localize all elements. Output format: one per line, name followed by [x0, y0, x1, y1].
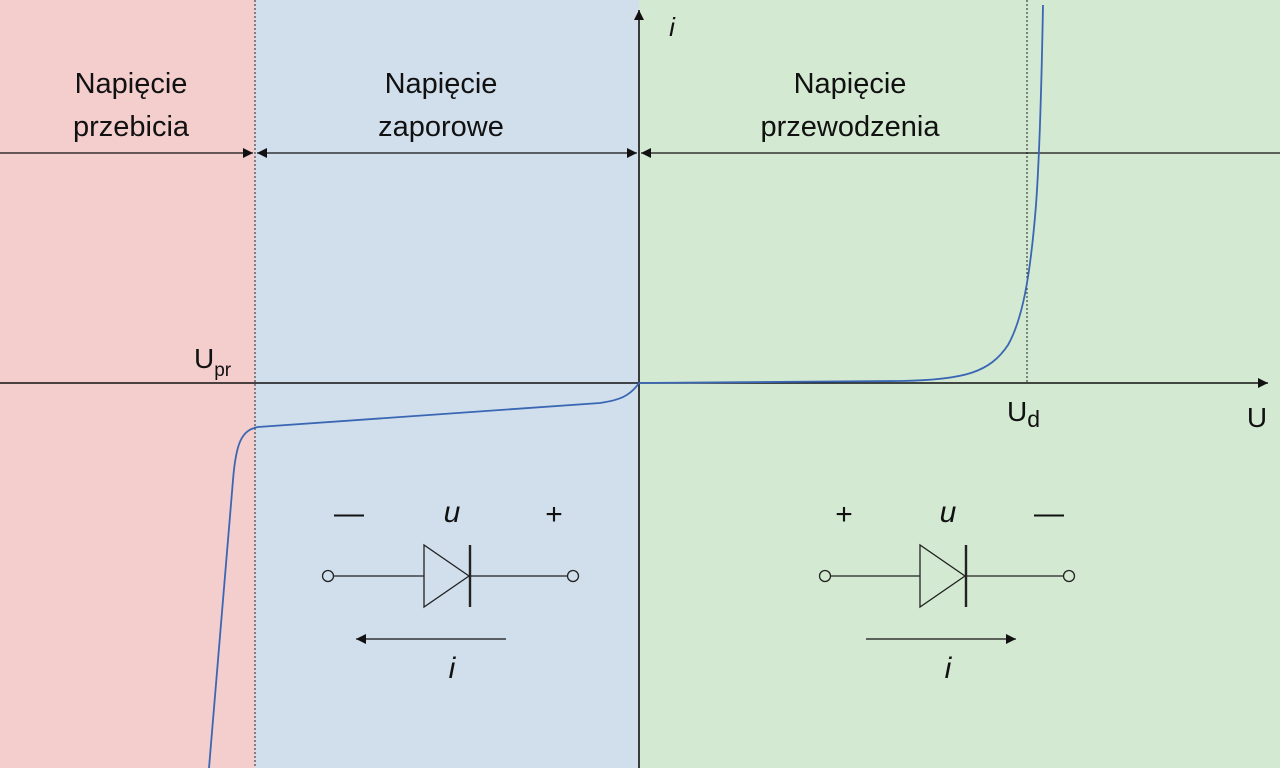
forward-left-terminal	[818, 569, 832, 583]
threshold-voltage-marker: Ud	[1007, 396, 1040, 432]
breakdown-marker-main: U	[194, 343, 214, 374]
forward-current-label: i	[945, 652, 953, 685]
threshold-marker-main: U	[1007, 396, 1027, 427]
breakdown-label-line1: Napięcie	[75, 68, 188, 100]
forward-region	[639, 0, 1280, 768]
reverse-label-line1: Napięcie	[385, 68, 498, 100]
reverse-current-label: i	[449, 652, 457, 685]
iv-curve	[208, 4, 1044, 768]
reverse-right-terminal	[566, 569, 580, 583]
breakdown-marker-sub: pr	[214, 360, 232, 381]
x-axis-label: U	[1247, 402, 1267, 433]
reverse-bias-diode: — u + i	[321, 496, 580, 685]
reverse-label-line2: zaporowe	[378, 111, 504, 143]
reverse-minus-sign: —	[334, 497, 364, 530]
forward-label-line1: Napięcie	[794, 68, 907, 100]
forward-minus-sign: —	[1034, 497, 1064, 530]
reverse-left-terminal	[321, 569, 335, 583]
breakdown-region	[0, 0, 255, 768]
forward-label-line2: przewodzenia	[761, 111, 941, 143]
reverse-plus-sign: +	[545, 498, 563, 531]
forward-voltage-label: u	[940, 496, 957, 529]
reverse-voltage-label: u	[444, 496, 461, 529]
breakdown-voltage-marker: Upr	[194, 343, 232, 381]
y-axis-label: i	[669, 12, 676, 42]
forward-bias-diode: + u — i	[818, 496, 1076, 685]
forward-plus-sign: +	[835, 498, 853, 531]
reverse-diode-triangle	[423, 543, 471, 609]
threshold-marker-sub: d	[1027, 406, 1040, 432]
reverse-region	[255, 0, 639, 768]
breakdown-label-line2: przebicia	[73, 111, 190, 143]
forward-diode-triangle	[919, 543, 967, 609]
forward-right-terminal	[1062, 569, 1076, 583]
